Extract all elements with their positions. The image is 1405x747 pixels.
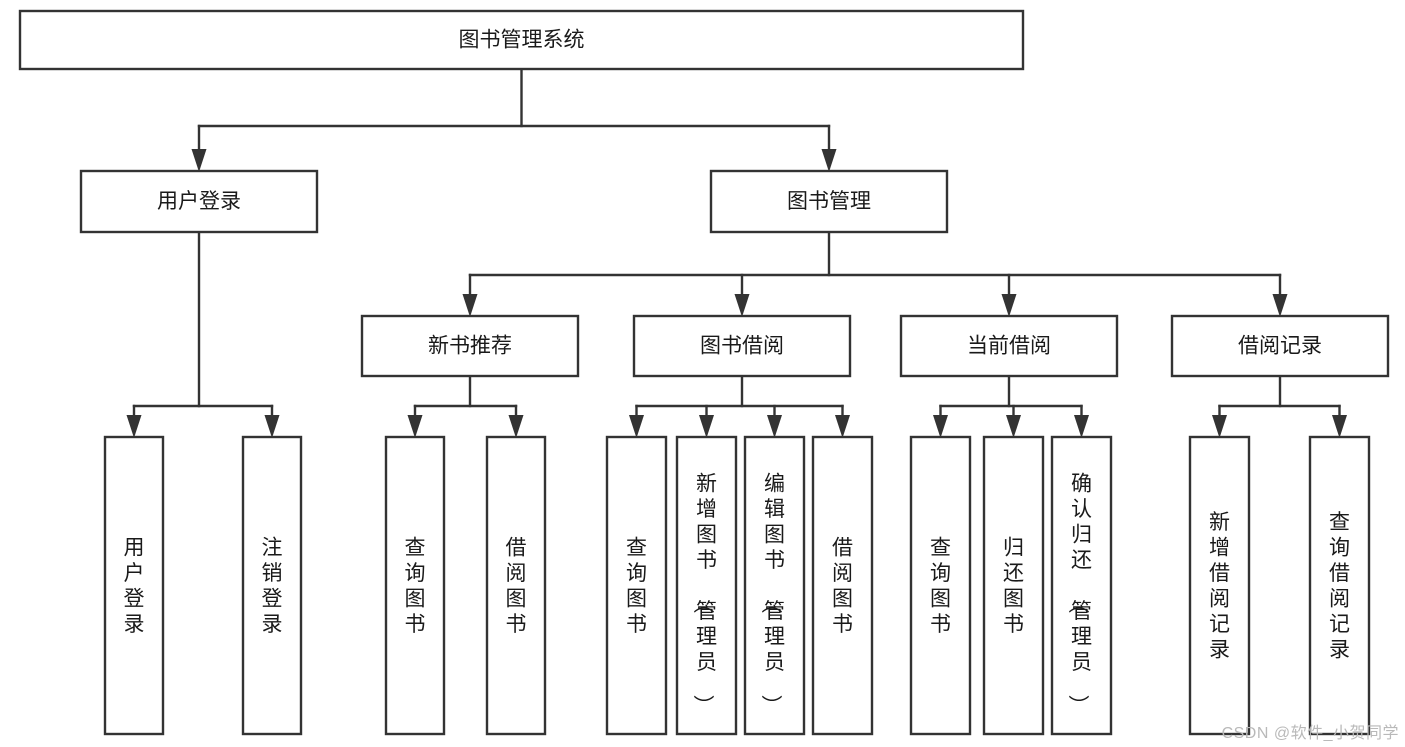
node-box-leaf-return-book[interactable] — [982, 435, 1045, 736]
arrow-head-icon — [767, 415, 782, 438]
nodes-layer: 图书管理系统用户登录图书管理新书推荐图书借阅当前借阅借阅记录用户登录注销登录查询… — [18, 9, 1390, 736]
node-borrow-record[interactable]: 借阅记录 — [1170, 314, 1390, 378]
node-box-borrow-record[interactable] — [1170, 314, 1390, 378]
node-box-new-book-rec[interactable] — [360, 314, 580, 378]
arrow-head-icon — [1272, 294, 1288, 317]
arrow-head-icon — [462, 294, 478, 317]
node-box-leaf-borrow-book-2[interactable] — [811, 435, 874, 736]
node-box-leaf-edit-book[interactable] — [743, 435, 806, 736]
node-label-leaf-borrow-book-1: 借阅图书 — [506, 536, 527, 636]
arrow-head-icon — [734, 294, 750, 317]
arrow-head-icon — [126, 415, 142, 438]
arrow-head-icon — [407, 415, 423, 438]
node-label-current-borrow: 当前借阅 — [967, 335, 1051, 358]
node-box-leaf-confirm-return[interactable] — [1050, 435, 1113, 736]
node-label-leaf-logout: 注销登录 — [262, 536, 283, 636]
edges-layer — [126, 67, 1347, 438]
node-label-book-borrow: 图书借阅 — [700, 335, 784, 358]
node-leaf-user-login[interactable]: 用户登录 — [103, 435, 165, 736]
node-box-current-borrow[interactable] — [899, 314, 1119, 378]
node-leaf-query-record[interactable]: 查询借阅记录 — [1308, 435, 1371, 736]
node-box-user-login[interactable] — [79, 169, 319, 234]
node-box-leaf-logout[interactable] — [241, 435, 303, 736]
node-label-leaf-add-record: 新增借阅记录 — [1209, 511, 1230, 662]
node-box-book-borrow[interactable] — [632, 314, 852, 378]
edge-group-user-login — [126, 230, 280, 438]
node-label-leaf-user-login: 用户登录 — [124, 536, 145, 636]
node-leaf-logout[interactable]: 注销登录 — [241, 435, 303, 736]
node-leaf-borrow-book-1[interactable]: 借阅图书 — [485, 435, 547, 736]
node-leaf-return-book[interactable]: 归还图书 — [982, 435, 1045, 736]
node-leaf-confirm-return[interactable]: 确认归还（管理员） — [1050, 435, 1113, 736]
node-current-borrow[interactable]: 当前借阅 — [899, 314, 1119, 378]
node-box-leaf-query-book-1[interactable] — [384, 435, 446, 736]
node-book-manage[interactable]: 图书管理 — [709, 169, 949, 234]
arrow-head-icon — [1074, 415, 1089, 438]
node-label-leaf-query-record: 查询借阅记录 — [1329, 511, 1350, 662]
node-box-root[interactable] — [18, 9, 1025, 71]
node-leaf-query-book-1[interactable]: 查询图书 — [384, 435, 446, 736]
edge-group-book-borrow — [629, 374, 850, 438]
node-box-leaf-add-book[interactable] — [675, 435, 738, 736]
arrow-head-icon — [699, 415, 714, 438]
node-root[interactable]: 图书管理系统 — [18, 9, 1025, 71]
edge-group-book-manage — [462, 230, 1288, 317]
node-label-leaf-add-book: 新增图书（管理员） — [691, 473, 717, 716]
arrow-head-icon — [821, 149, 837, 172]
arrow-head-icon — [191, 149, 207, 172]
arrow-head-icon — [1006, 415, 1021, 438]
node-label-leaf-query-book-2: 查询图书 — [626, 536, 647, 636]
node-new-book-rec[interactable]: 新书推荐 — [360, 314, 580, 378]
edge-group-root — [191, 67, 837, 172]
arrow-head-icon — [629, 415, 644, 438]
edge-group-borrow-record — [1212, 374, 1347, 438]
node-leaf-query-book-2[interactable]: 查询图书 — [605, 435, 668, 736]
node-leaf-add-book[interactable]: 新增图书（管理员） — [675, 435, 738, 736]
arrow-head-icon — [264, 415, 280, 438]
node-leaf-add-record[interactable]: 新增借阅记录 — [1188, 435, 1251, 736]
node-label-leaf-return-book: 归还图书 — [1003, 536, 1024, 636]
node-box-leaf-query-book-3[interactable] — [909, 435, 972, 736]
node-box-leaf-query-record[interactable] — [1308, 435, 1371, 736]
node-book-borrow[interactable]: 图书借阅 — [632, 314, 852, 378]
arrow-head-icon — [508, 415, 524, 438]
node-label-leaf-query-book-3: 查询图书 — [930, 536, 951, 636]
node-leaf-borrow-book-2[interactable]: 借阅图书 — [811, 435, 874, 736]
node-box-leaf-user-login[interactable] — [103, 435, 165, 736]
node-user-login[interactable]: 用户登录 — [79, 169, 319, 234]
arrow-head-icon — [1001, 294, 1017, 317]
node-leaf-query-book-3[interactable]: 查询图书 — [909, 435, 972, 736]
node-box-leaf-add-record[interactable] — [1188, 435, 1251, 736]
arrow-head-icon — [1332, 415, 1347, 438]
edge-group-current-borrow — [933, 374, 1089, 438]
node-label-new-book-rec: 新书推荐 — [428, 335, 512, 358]
node-label-borrow-record: 借阅记录 — [1238, 335, 1322, 358]
node-box-book-manage[interactable] — [709, 169, 949, 234]
node-label-root: 图书管理系统 — [459, 29, 585, 52]
node-box-leaf-borrow-book-1[interactable] — [485, 435, 547, 736]
node-box-leaf-query-book-2[interactable] — [605, 435, 668, 736]
edge-group-new-book-rec — [407, 374, 524, 438]
node-label-user-login: 用户登录 — [157, 190, 241, 213]
arrow-head-icon — [1212, 415, 1227, 438]
node-label-book-manage: 图书管理 — [787, 190, 871, 213]
node-label-leaf-borrow-book-2: 借阅图书 — [832, 536, 853, 636]
node-label-leaf-query-book-1: 查询图书 — [405, 536, 426, 636]
arrow-head-icon — [835, 415, 850, 438]
node-label-leaf-confirm-return: 确认归还（管理员） — [1066, 473, 1092, 716]
node-leaf-edit-book[interactable]: 编辑图书（管理员） — [743, 435, 806, 736]
node-label-leaf-edit-book: 编辑图书（管理员） — [759, 473, 785, 716]
arrow-head-icon — [933, 415, 948, 438]
